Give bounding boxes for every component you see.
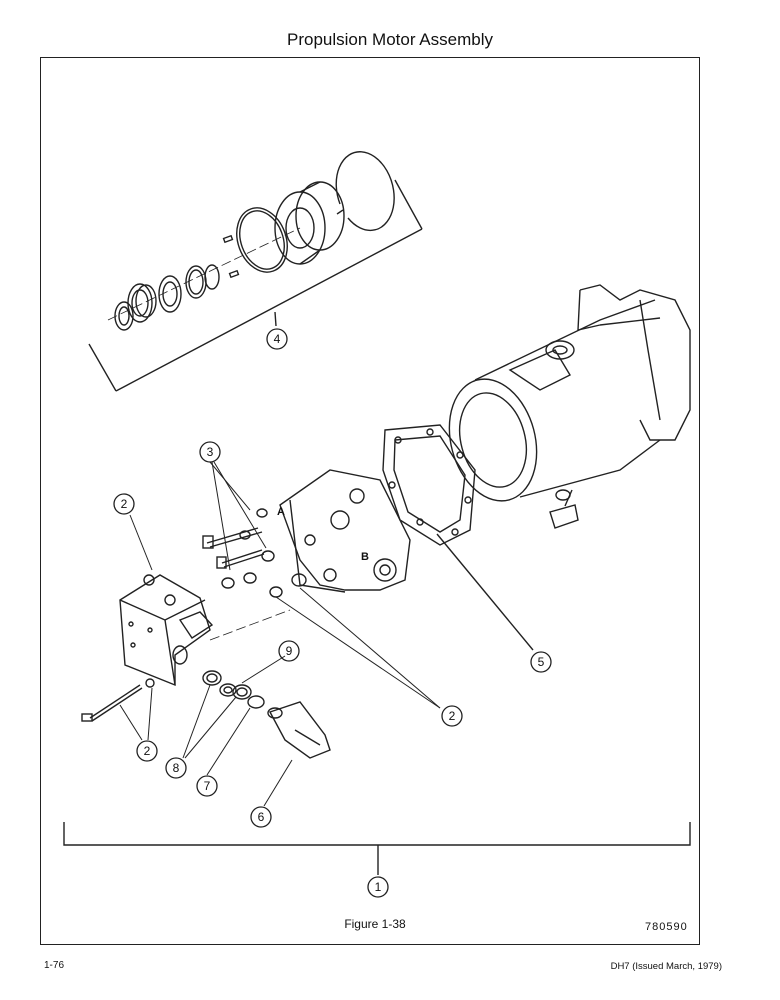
callout-1 (367, 876, 389, 898)
motor-housing (448, 284, 691, 529)
page-number: 1-76 (44, 960, 65, 971)
gasket (382, 424, 534, 651)
figure-number: 780590 (645, 921, 688, 933)
callout-2-c-label: 2 (449, 709, 456, 723)
callout-7 (196, 775, 218, 797)
callout-9 (278, 640, 300, 662)
callout-4 (266, 328, 288, 350)
figure-caption: Figure 1-38 (344, 917, 406, 931)
document-reference: DH7 (Issued March, 1979) (610, 961, 722, 972)
callout-2-c (441, 705, 463, 727)
callout-3 (199, 441, 221, 463)
callout-8-label: 8 (173, 761, 180, 775)
callout-9-label: 9 (286, 644, 293, 658)
figure-frame (40, 57, 700, 945)
orings-and-cartridge (202, 670, 331, 759)
callout-6-label: 6 (258, 810, 265, 824)
seal-kit-group (88, 151, 423, 392)
assembly-bracket (63, 822, 691, 875)
valve-body (81, 574, 291, 722)
callout-2-a (113, 493, 135, 515)
callout-4-label: 4 (274, 332, 281, 346)
callout-6 (250, 806, 272, 828)
callout-7-label: 7 (204, 779, 211, 793)
callout-2-b-label: 2 (144, 744, 151, 758)
callout-3-label: 3 (207, 445, 214, 459)
page-title: Propulsion Motor Assembly (287, 30, 493, 49)
callout-5 (530, 651, 552, 673)
callout-8 (165, 757, 187, 779)
port-label-a: A (277, 506, 285, 518)
callout-2-a-label: 2 (121, 497, 128, 511)
callout-2-b (136, 740, 158, 762)
callout-5-label: 5 (538, 655, 545, 669)
port-block (202, 469, 411, 598)
port-label-b: B (361, 551, 369, 563)
leader-lines (119, 461, 441, 807)
callout-1-label: 1 (375, 880, 382, 894)
